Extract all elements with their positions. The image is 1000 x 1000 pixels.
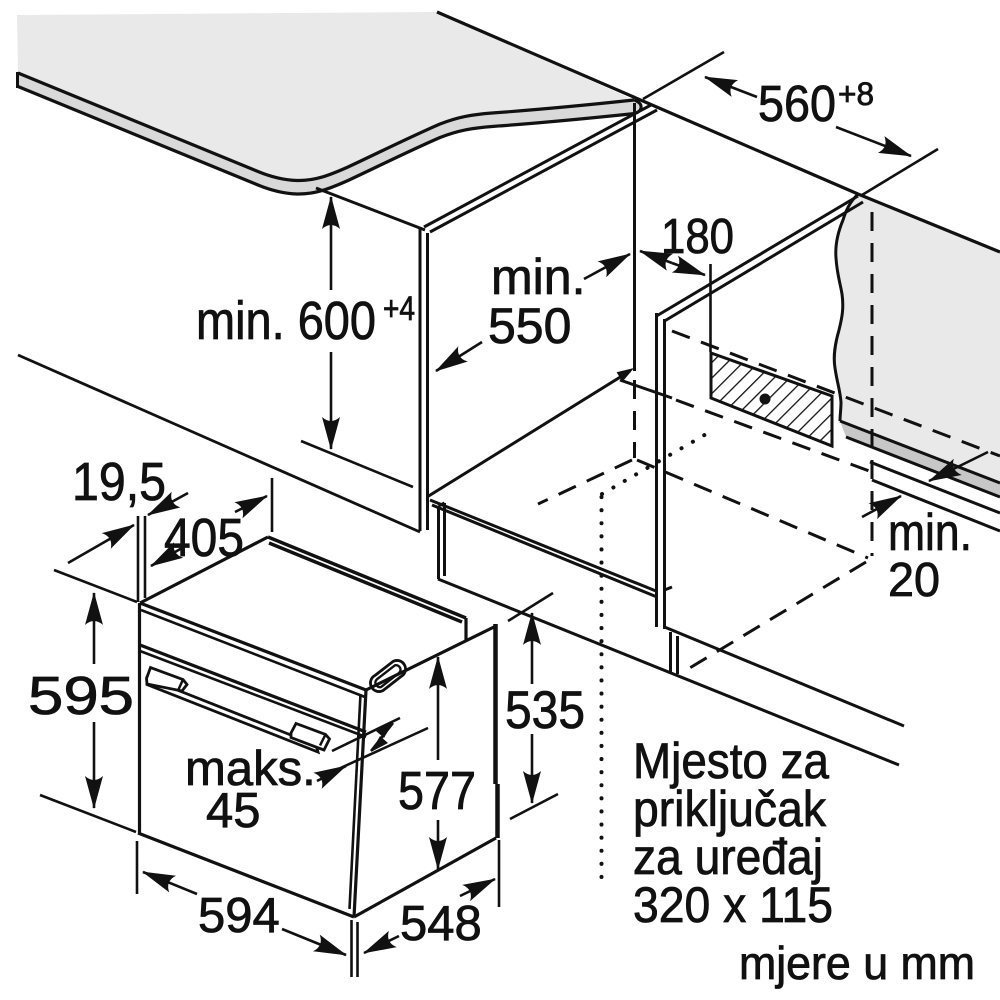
- svg-text:20: 20: [888, 554, 940, 607]
- svg-text:min.: min.: [888, 504, 972, 562]
- svg-text:za uređaj: za uređaj: [633, 829, 823, 885]
- svg-text:mjere u mm: mjere u mm: [739, 937, 975, 989]
- svg-text:548: 548: [400, 897, 482, 951]
- svg-text:Mjesto za: Mjesto za: [633, 733, 829, 789]
- svg-text:595: 595: [28, 666, 134, 726]
- svg-text:min.: min.: [491, 249, 585, 305]
- svg-text:19,5: 19,5: [72, 452, 166, 512]
- svg-text:180: 180: [661, 210, 734, 264]
- svg-text:min. 600: min. 600: [196, 291, 376, 351]
- svg-text:594: 594: [198, 889, 280, 943]
- svg-text:405: 405: [164, 508, 244, 568]
- svg-text:maks.: maks.: [185, 742, 316, 796]
- svg-text:550: 550: [488, 298, 571, 354]
- svg-text:+4: +4: [383, 290, 415, 328]
- svg-text:priključak: priključak: [633, 781, 827, 837]
- svg-text:320 x 115: 320 x 115: [633, 877, 833, 933]
- svg-text:+8: +8: [838, 76, 874, 112]
- svg-text:560: 560: [758, 75, 836, 132]
- svg-text:45: 45: [206, 784, 261, 838]
- svg-text:577: 577: [398, 761, 476, 821]
- svg-text:535: 535: [505, 681, 585, 740]
